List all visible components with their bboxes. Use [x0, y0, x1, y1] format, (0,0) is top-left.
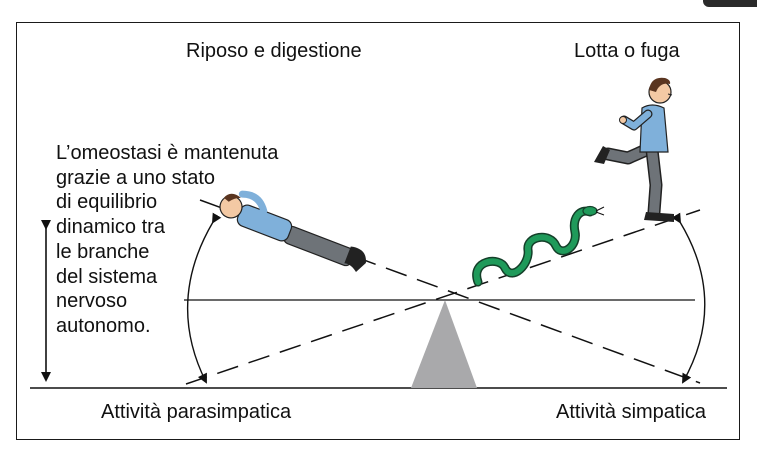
title-fight-flight: Lotta o fuga	[574, 40, 681, 62]
window-corner-tab	[703, 0, 757, 7]
label-sympathetic-activity: Attività simpatica	[556, 401, 707, 423]
right-curved-arrow	[671, 212, 706, 384]
diagram-frame	[16, 22, 740, 440]
dashed-line-parasympathetic	[199, 199, 701, 384]
resting-man-icon	[219, 190, 366, 273]
snake-icon	[472, 205, 605, 287]
running-man-icon	[594, 77, 674, 222]
description-line: le branche	[56, 240, 150, 263]
description-line: autonomo.	[56, 314, 151, 337]
description-line: grazie a uno stato	[56, 166, 215, 189]
label-parasympathetic-activity: Attività parasimpatica	[101, 401, 292, 423]
title-rest-digest: Riposo e digestione	[186, 40, 362, 62]
dashed-line-sympathetic	[185, 209, 701, 385]
description-line: nervoso	[56, 290, 128, 313]
description-line: dinamico tra	[56, 216, 165, 239]
homeostasis-description: L’omeostasi è mantenuta grazie a uno sta…	[56, 141, 326, 339]
left-curved-arrow	[186, 212, 222, 384]
fulcrum-icon	[411, 300, 477, 388]
description-line: L’omeostasi è mantenuta	[56, 142, 279, 164]
description-line: di equilibrio	[56, 191, 158, 214]
description-line: del sistema	[56, 265, 158, 288]
